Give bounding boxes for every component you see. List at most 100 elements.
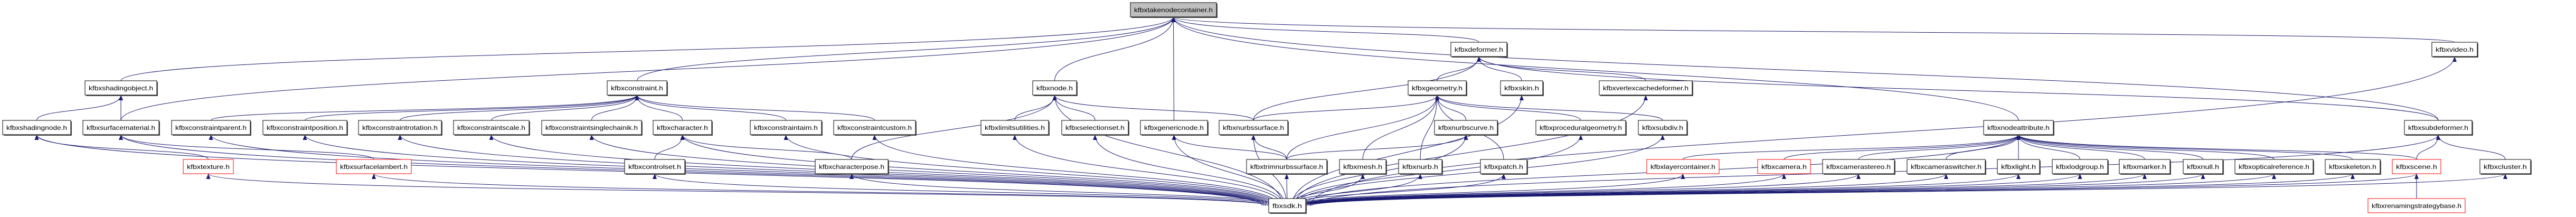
node-deformer[interactable]: kfbxdeformer.h xyxy=(1450,42,1508,58)
node-limitutilities[interactable]: kfbxlimitsutilities.h xyxy=(980,120,1050,136)
edge-constraintparent-to-constraint xyxy=(211,95,639,121)
edge-fbxsdk-to-controlset xyxy=(653,173,1275,206)
node-scene[interactable]: kfbxscene.h xyxy=(2392,159,2441,174)
node-renamingstrategybase[interactable]: kfbxrenamingstrategybase.h xyxy=(2367,198,2466,213)
node-constraintsinglechainik[interactable]: kfbxconstraintsinglechainik.h xyxy=(541,120,643,136)
node-video[interactable]: kfbxvideo.h xyxy=(2431,42,2478,58)
node-label: kfbxnode.h xyxy=(1036,84,1073,92)
node-box xyxy=(1535,120,1626,135)
edge-fbxsdk-to-constraintposition xyxy=(303,134,1268,206)
node-null[interactable]: kfbxnull.h xyxy=(2183,159,2224,175)
node-constraintrotation[interactable]: kfbxconstraintrotation.h xyxy=(358,120,442,136)
node-skeleton[interactable]: kfbxskeleton.h xyxy=(2325,159,2381,175)
edge-skeleton-to-nodeattribute xyxy=(2016,134,2353,160)
node-controlset[interactable]: kfbxcontrolset.h xyxy=(624,159,686,175)
edge-constraintrotation-to-constraint xyxy=(400,95,639,121)
node-nurbscurve[interactable]: kfbxnurbscurve.h xyxy=(1434,120,1498,136)
node-constraintposition[interactable]: kfbxconstraintposition.h xyxy=(262,120,348,136)
node-label: kfbxconstraintsinglechainik.h xyxy=(545,124,638,131)
node-box xyxy=(815,159,889,174)
node-nurbssurface[interactable]: kfbxnurbssurface.h xyxy=(1219,120,1289,136)
node-nodeattribute[interactable]: kfbxnodeattribute.h xyxy=(1983,120,2054,136)
node-box xyxy=(541,120,642,135)
node-label: kfbxscene.h xyxy=(2396,163,2437,171)
node-box xyxy=(2479,159,2531,174)
node-shadingobject[interactable]: kfbxshadingobject.h xyxy=(84,80,158,96)
node-box xyxy=(2392,159,2441,174)
edge-trimnurbssurface-to-geometry xyxy=(1286,95,1439,160)
node-surfacematerial[interactable]: kfbxsurfacematerial.h xyxy=(82,120,160,136)
node-patch[interactable]: kfbxpatch.h xyxy=(1480,159,1528,175)
node-vertexcachedeformer[interactable]: kfbxvertexcachedeformer.h xyxy=(1599,80,1693,96)
node-label: kfbxpatch.h xyxy=(1484,163,1523,171)
edge-fbxsdk-to-constraintcustom xyxy=(872,134,1279,206)
node-box xyxy=(1638,120,1687,135)
edge-constraintscale-to-constraint xyxy=(491,95,639,121)
edge-fbxsdk-to-scene xyxy=(1309,173,2419,206)
edge-cluster-to-subdeformer xyxy=(2436,134,2506,160)
node-box xyxy=(833,120,916,135)
node-genericnode[interactable]: kfbxgenericnode.h xyxy=(1140,120,1209,136)
node-lodgroup[interactable]: kfbxlodgroup.h xyxy=(2052,159,2109,175)
node-box xyxy=(1757,159,1811,174)
nodes: kfbxtakenodecontainer.h kfbxdeformer.h kfb… xyxy=(2,2,2532,214)
node-nurb[interactable]: kfbxnurb.h xyxy=(1398,159,1443,175)
node-fbxsdk[interactable]: fbxsdk.h xyxy=(1268,198,1307,214)
node-opticalreference[interactable]: kfbxopticalreference.h xyxy=(2234,159,2314,175)
node-geometry[interactable]: kfbxgeometry.h xyxy=(1408,80,1467,96)
node-label: kfbxlayercontainer.h xyxy=(1650,163,1715,171)
node-label: kfbxvertexcachedeformer.h xyxy=(1603,84,1688,92)
edge-fbxsdk-to-camera xyxy=(1297,173,1786,206)
edge-fbxsdk-to-cameraswitcher xyxy=(1300,173,1948,206)
node-surfacelambert[interactable]: kfbxsurfacelambert.h xyxy=(336,159,412,174)
edge-fbxsdk-to-marker xyxy=(1304,173,2147,206)
edge-fbxsdk-to-character xyxy=(680,134,1276,206)
node-marker[interactable]: kfbxmarker.h xyxy=(2119,159,2171,175)
node-box xyxy=(1822,159,1895,174)
node-characterpose[interactable]: kfbxcharacterpose.h xyxy=(815,159,889,175)
node-cluster[interactable]: kfbxcluster.h xyxy=(2479,159,2532,175)
node-layercontainer[interactable]: kfbxlayercontainer.h xyxy=(1646,159,1720,174)
node-subdeformer[interactable]: kfbxsubdeformer.h xyxy=(2404,120,2473,136)
node-trimnurbssurface[interactable]: kfbxtrimnurbssurface.h xyxy=(1246,159,1328,175)
node-constraintparent[interactable]: kfbxconstraintparent.h xyxy=(171,120,251,136)
node-light[interactable]: kfbxlight.h xyxy=(1997,159,2041,175)
node-selectionset[interactable]: kfbxselectionset.h xyxy=(1061,120,1129,136)
node-box xyxy=(1997,159,2040,174)
node-box xyxy=(183,159,234,174)
node-box xyxy=(1408,80,1467,96)
edge-layercontainer-to-nodeattribute xyxy=(1683,134,2021,160)
node-box xyxy=(2183,159,2223,174)
node-shadingnode[interactable]: kfbxshadingnode.h xyxy=(2,120,72,136)
node-texture[interactable]: kfbxtexture.h xyxy=(183,159,234,174)
edge-fbxsdk-to-characterpose xyxy=(850,173,1279,206)
node-node[interactable]: kfbxnode.h xyxy=(1032,80,1078,96)
node-label: kfbxtexture.h xyxy=(187,163,230,171)
node-constraint[interactable]: kfbxconstraint.h xyxy=(607,80,668,96)
edge-lodgroup-to-nodeattribute xyxy=(2016,134,2080,160)
node-subdiv[interactable]: kfbxsubdiv.h xyxy=(1638,120,1688,136)
node-character[interactable]: kfbxcharacter.h xyxy=(653,120,713,136)
node-mesh[interactable]: kfbxmesh.h xyxy=(1339,159,1387,175)
node-box xyxy=(171,120,251,135)
edge-subdeformer-to-takenodecontainer xyxy=(1171,16,2439,121)
edge-nodeattribute-to-takenodecontainer xyxy=(1171,16,2019,121)
node-constraintaim[interactable]: kfbxconstraintaim.h xyxy=(750,120,823,136)
node-cameraswitcher[interactable]: kfbxcameraswitcher.h xyxy=(1907,159,1986,175)
node-label: kfbxtakenodecontainer.h xyxy=(1134,6,1213,14)
node-camera[interactable]: kfbxcamera.h xyxy=(1757,159,1811,174)
node-skin[interactable]: kfbxskin.h xyxy=(1500,80,1544,96)
edge-cameraswitcher-to-nodeattribute xyxy=(1946,134,2021,160)
node-constraintcustom[interactable]: kfbxconstraintcustom.h xyxy=(833,120,917,136)
node-takenodecontainer[interactable]: kfbxtakenodecontainer.h xyxy=(1130,2,1218,18)
edge-limitutilities-to-node xyxy=(1014,95,1057,121)
edge-fbxsdk-to-light xyxy=(1301,173,2021,206)
node-proceduralgeometry[interactable]: kfbxproceduralgeometry.h xyxy=(1535,120,1627,136)
node-label: kfbxnull.h xyxy=(2187,163,2219,171)
node-camerastereo[interactable]: kfbxcamerastereo.h xyxy=(1822,159,1895,175)
node-label: kfbxmesh.h xyxy=(1343,163,1382,171)
node-label: kfbxshadingnode.h xyxy=(6,124,67,131)
edge-fbxsdk-to-lodgroup xyxy=(1303,173,2082,206)
edge-mesh-to-geometry xyxy=(1362,95,1439,160)
node-constraintscale[interactable]: kfbxconstraintscale.h xyxy=(453,120,530,136)
